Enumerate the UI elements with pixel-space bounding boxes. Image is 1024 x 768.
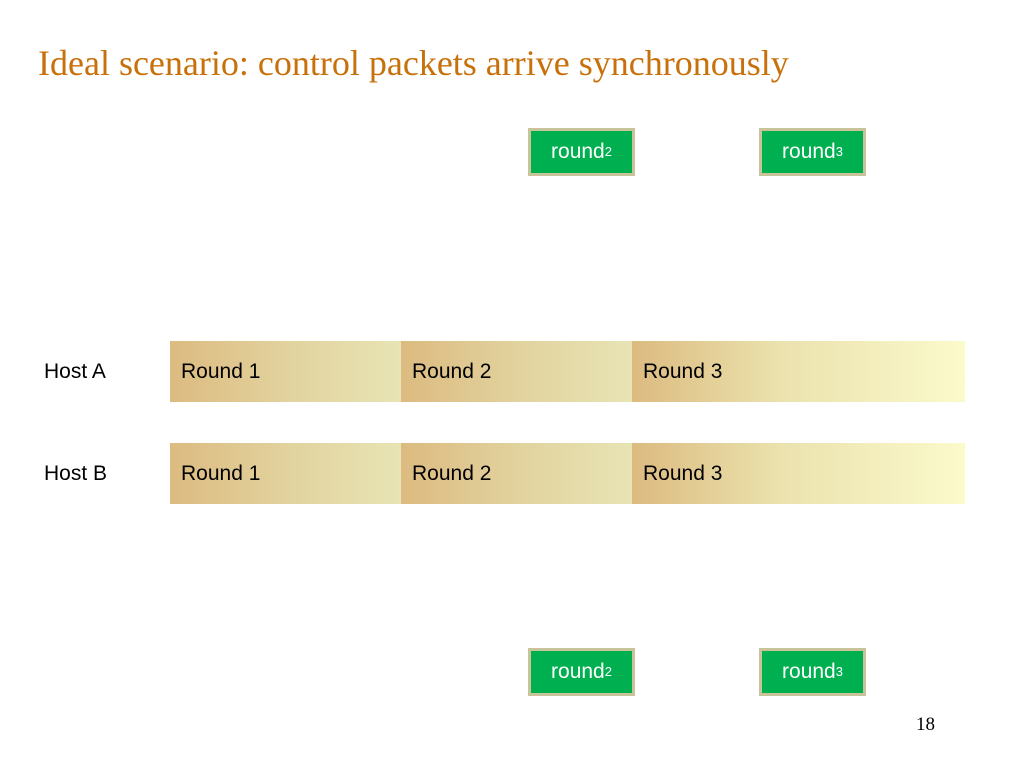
host-a-round-1: Round 1 <box>170 341 401 402</box>
host-a-timeline: Round 1 Round 2 Round 3 <box>170 341 965 402</box>
host-b-round-3: Round 3 <box>632 443 965 504</box>
packet-label: round <box>782 140 836 163</box>
host-b-round-1: Round 1 <box>170 443 401 504</box>
page-number: 18 <box>916 714 935 735</box>
host-a-round-2: Round 2 <box>401 341 632 402</box>
host-b-label: Host B <box>44 462 108 485</box>
packet-label: round <box>551 140 605 163</box>
host-b-timeline: Round 1 Round 2 Round 3 <box>170 443 965 504</box>
slide-title: Ideal scenario: control packets arrive s… <box>38 43 789 83</box>
packet-label: round <box>782 660 836 683</box>
host-a-round-3: Round 3 <box>632 341 965 402</box>
host-a-label: Host A <box>44 360 106 383</box>
packet-label: round <box>551 660 605 683</box>
host-b-round-2: Round 2 <box>401 443 632 504</box>
